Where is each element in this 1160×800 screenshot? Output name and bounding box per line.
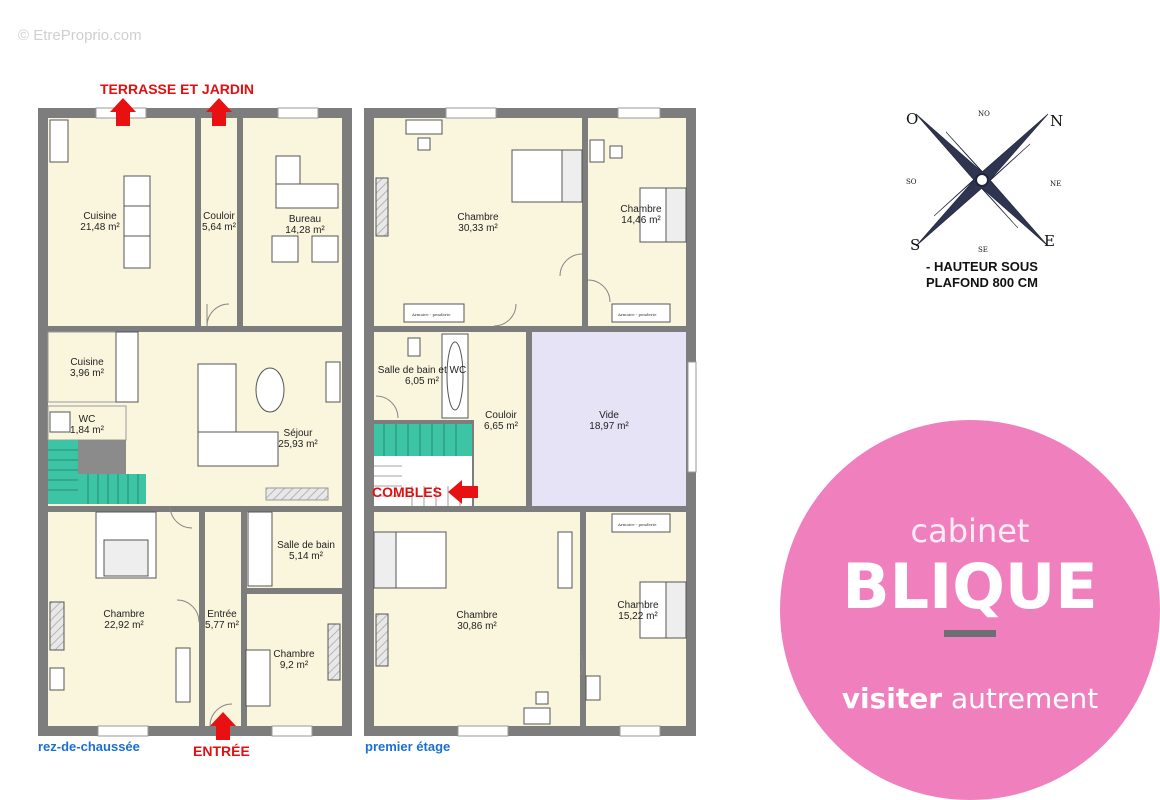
brand-cabinet: cabinet (911, 512, 1030, 550)
room-area: 14,46 m² (621, 215, 661, 226)
room-label: Salle de bain (277, 540, 335, 551)
first-floor-label: premier étage (365, 739, 450, 754)
room-area: 14,28 m² (285, 225, 325, 236)
svg-text:NO: NO (978, 110, 990, 118)
svg-text:NE: NE (1050, 180, 1061, 188)
room-office (243, 118, 342, 326)
room-area: 18,97 m² (589, 421, 629, 432)
svg-text:Armoire - penderie: Armoire - penderie (617, 522, 657, 527)
room-label: Séjour (284, 428, 314, 439)
arrow-up-icon (110, 98, 136, 126)
room-label: Chambre (103, 609, 145, 620)
arrow-left-icon (448, 480, 478, 504)
svg-text:N: N (1050, 112, 1063, 130)
room-area: 22,92 m² (104, 620, 144, 631)
room-label: Entrée (207, 609, 237, 620)
room-void (532, 332, 686, 506)
attic-label: COMBLES (372, 484, 442, 500)
ground-floor-plan (38, 107, 352, 737)
ground-floor-labels: Cuisine 21,48 m² Couloir 5,64 m² Bureau … (70, 211, 335, 671)
room-label: Chambre (456, 610, 498, 621)
ceiling-height-note: PLAFOND 800 CM (926, 275, 1038, 290)
room-label: Salle de bain et WC (378, 365, 466, 376)
arrow-up-icon (206, 98, 232, 126)
room-kitchen-small (47, 331, 127, 403)
room-label: Vide (599, 410, 619, 421)
room-label: Chambre (457, 212, 499, 223)
arrow-up-icon (210, 712, 236, 740)
room-entrance (205, 512, 241, 726)
first-floor-plan: Armoire - penderie Armoire - penderie Ar… (364, 107, 697, 737)
entrance-label: ENTRÉE (193, 743, 250, 759)
room-area: 5,14 m² (289, 551, 324, 562)
brand-name: BLIQUE (842, 550, 1097, 623)
red-arrows (110, 98, 478, 740)
svg-text:SO: SO (906, 178, 917, 186)
room-area: 25,93 m² (278, 439, 318, 450)
room-kitchen (48, 118, 195, 326)
svg-text:Armoire - penderie: Armoire - penderie (411, 312, 451, 317)
room-area: 30,86 m² (457, 621, 497, 632)
brand-badge: cabinet BLIQUE visiter autrement (780, 420, 1160, 800)
room-area: 1,84 m² (70, 425, 105, 436)
room-label: Couloir (203, 211, 235, 222)
room-area: 15,22 m² (618, 611, 658, 622)
svg-text:E: E (1044, 232, 1055, 250)
svg-text:Armoire - penderie: Armoire - penderie (617, 312, 657, 317)
room-corridor-1st (474, 332, 526, 506)
ground-floor-label: rez-de-chaussée (38, 739, 140, 754)
brand-circle (780, 420, 1160, 800)
brand-tagline: visiter autrement (842, 682, 1098, 715)
room-area: 5,77 m² (205, 620, 240, 631)
watermark-text: © EtreProprio.com (18, 27, 142, 44)
room-area: 21,48 m² (80, 222, 120, 233)
staircase-ground (48, 440, 146, 504)
brand-logo-bar (944, 630, 996, 637)
room-area: 6,65 m² (484, 421, 519, 432)
svg-text:S: S (910, 236, 920, 254)
first-floor-labels: Chambre 30,33 m² Chambre 14,46 m² Salle … (378, 204, 662, 632)
room-label: WC (79, 414, 96, 425)
ceiling-height-note: - HAUTEUR SOUS (926, 259, 1038, 274)
room-label: Cuisine (70, 357, 104, 368)
room-area: 3,96 m² (70, 368, 105, 379)
room-label: Chambre (620, 204, 662, 215)
wardrobe-labels: Armoire - penderie Armoire - penderie Ar… (411, 312, 657, 527)
svg-text:O: O (906, 110, 918, 128)
compass-rose-icon: N O S E NO NE SO SE (906, 110, 1063, 254)
room-area: 9,2 m² (280, 660, 309, 671)
room-label: Bureau (289, 214, 321, 225)
svg-text:SE: SE (978, 246, 988, 254)
room-area: 6,05 m² (405, 376, 440, 387)
room-label: Cuisine (83, 211, 117, 222)
room-corridor (201, 118, 237, 326)
room-label: Chambre (617, 600, 659, 611)
room-label: Chambre (273, 649, 315, 660)
room-area: 30,33 m² (458, 223, 498, 234)
room-label: Couloir (485, 410, 517, 421)
terrace-label: TERRASSE ET JARDIN (100, 81, 254, 97)
room-area: 5,64 m² (202, 222, 237, 233)
